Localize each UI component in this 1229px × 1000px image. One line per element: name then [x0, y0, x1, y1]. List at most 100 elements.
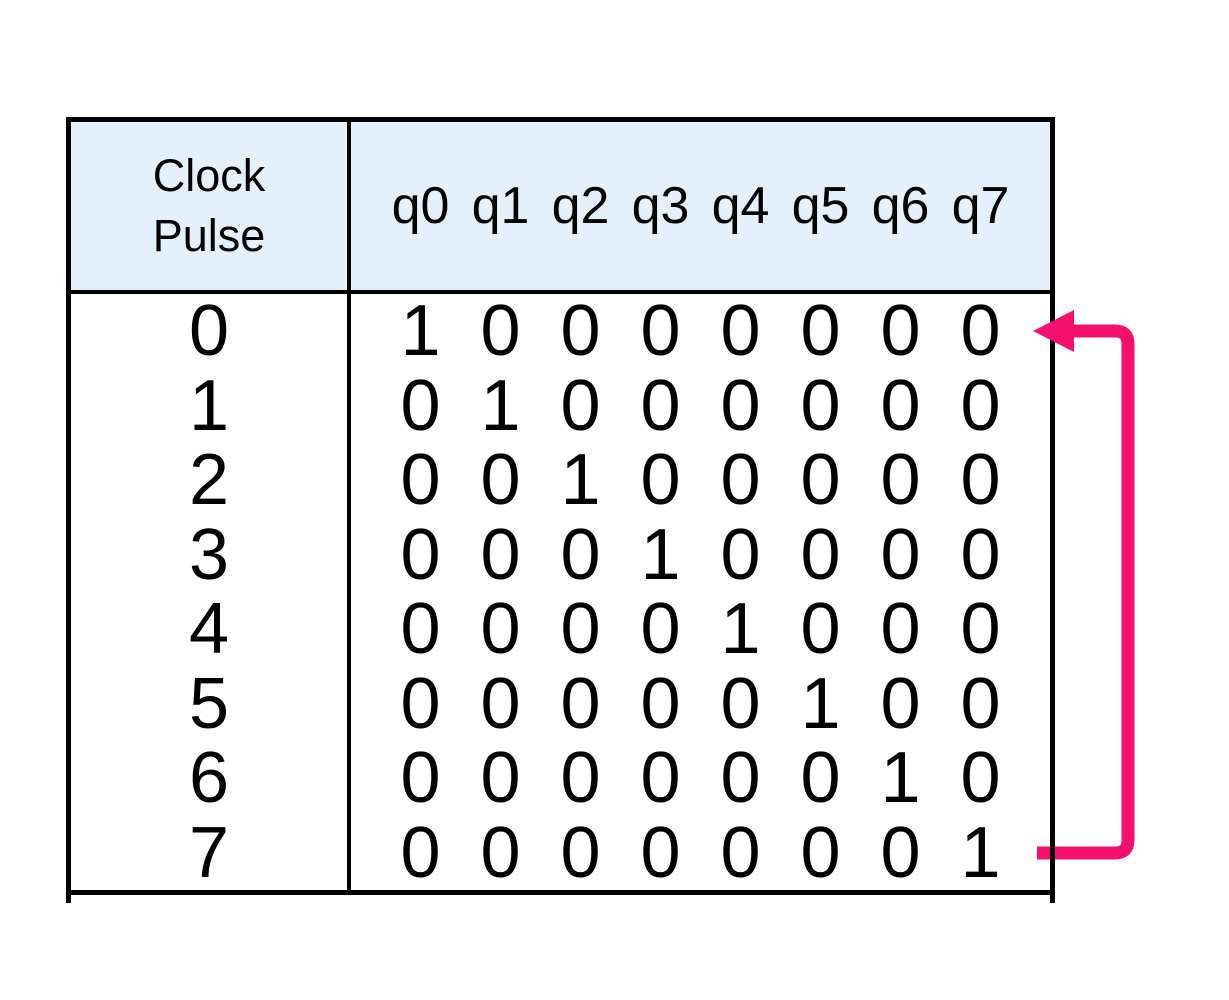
q-column-header-q4: q4 [711, 177, 770, 235]
q-column-header-q5: q5 [791, 177, 850, 235]
bit-cell: 0 [800, 365, 841, 446]
bit-cell: 0 [400, 663, 441, 744]
bit-cell: 0 [880, 812, 921, 893]
bit-cell: 0 [800, 812, 841, 893]
bit-cell: 0 [960, 291, 1001, 372]
bit-cell: 0 [400, 812, 441, 893]
bit-cell: 0 [800, 589, 841, 670]
bits-cell-group: 0 0 1 0 0 0 0 0 [351, 443, 1050, 518]
bit-cell: 0 [560, 514, 601, 595]
bit-cell: 0 [720, 440, 761, 521]
table-row: 2 0 0 1 0 0 0 0 0 [71, 443, 1050, 518]
bit-cell: 0 [480, 589, 521, 670]
bit-cell: 1 [400, 291, 441, 372]
bit-cell: 0 [720, 514, 761, 595]
bit-cell: 0 [880, 514, 921, 595]
bit-cell: 0 [400, 365, 441, 446]
bit-cell: 1 [960, 812, 1001, 893]
bit-cell: 1 [640, 514, 681, 595]
bit-cell: 0 [880, 291, 921, 372]
clock-pulse-header-cell: Clock Pulse [71, 122, 351, 290]
clock-pulse-value: 3 [71, 517, 351, 592]
bit-grid: 1 0 0 0 0 0 0 0 [381, 295, 1021, 367]
bits-cell-group: 0 0 0 0 0 0 1 0 [351, 741, 1050, 816]
bits-cell-group: 0 0 0 0 0 0 0 1 [351, 816, 1050, 891]
bit-cell: 0 [880, 365, 921, 446]
bit-cell: 0 [720, 663, 761, 744]
clock-pulse-label: Clock Pulse [153, 146, 266, 266]
bit-cell: 0 [960, 365, 1001, 446]
bit-cell: 0 [640, 440, 681, 521]
bit-cell: 0 [480, 291, 521, 372]
bit-cell: 0 [720, 812, 761, 893]
table-row: 3 0 0 0 1 0 0 0 0 [71, 517, 1050, 593]
bit-grid: 0 0 1 0 0 0 0 0 [381, 444, 1021, 516]
bit-grid: 0 0 0 0 0 0 1 0 [381, 742, 1021, 814]
table-row: 5 0 0 0 0 0 1 0 0 [71, 666, 1050, 742]
bit-cell: 0 [720, 365, 761, 446]
bit-cell: 0 [960, 663, 1001, 744]
q-column-header-q2: q2 [551, 177, 610, 235]
bit-cell: 0 [400, 589, 441, 670]
table-row: 4 0 0 0 0 1 0 0 0 [71, 592, 1050, 667]
bit-cell: 0 [400, 514, 441, 595]
q-column-header-q6: q6 [871, 177, 930, 235]
bit-cell: 0 [800, 440, 841, 521]
bit-cell: 0 [880, 440, 921, 521]
bit-cell: 1 [720, 589, 761, 670]
clock-pulse-value: 1 [71, 368, 351, 443]
bits-cell-group: 0 1 0 0 0 0 0 0 [351, 369, 1050, 444]
bit-cell: 0 [480, 812, 521, 893]
bit-grid: 0 0 0 0 1 0 0 0 [381, 593, 1021, 665]
table-row: 6 0 0 0 0 0 0 1 0 [71, 741, 1050, 816]
bit-cell: 1 [560, 440, 601, 521]
clock-pulse-value: 7 [71, 815, 351, 890]
table-body: 0 1 0 0 0 0 0 0 0 1 [71, 294, 1050, 890]
bits-cell-group: 0 0 0 0 1 0 0 0 [351, 592, 1050, 667]
clock-pulse-label-line1: Clock [152, 150, 266, 201]
bit-cell: 0 [960, 738, 1001, 819]
bit-cell: 0 [480, 663, 521, 744]
q-column-header-q0: q0 [391, 177, 450, 235]
bits-cell-group: 0 0 0 1 0 0 0 0 [351, 518, 1050, 593]
q-outputs-header-cell: q0 q1 q2 q3 q4 q5 q6 q7 [351, 122, 1050, 290]
bit-cell: 0 [720, 291, 761, 372]
q-column-header-q1: q1 [471, 177, 530, 235]
table-left-border-stub [66, 895, 71, 903]
table-row: 1 0 1 0 0 0 0 0 0 [71, 368, 1050, 444]
table-header-row: Clock Pulse q0 q1 q2 q3 q4 q5 q6 q7 [71, 122, 1050, 294]
bit-cell: 0 [480, 514, 521, 595]
bit-cell: 0 [560, 589, 601, 670]
bit-cell: 0 [640, 812, 681, 893]
table-right-border-segment [1050, 840, 1055, 903]
bit-cell: 0 [560, 291, 601, 372]
bit-cell: 0 [400, 440, 441, 521]
clock-pulse-value: 0 [71, 294, 351, 369]
bit-cell: 0 [560, 812, 601, 893]
bits-cell-group: 0 0 0 0 0 1 0 0 [351, 667, 1050, 742]
bit-cell: 1 [800, 663, 841, 744]
bit-cell: 1 [880, 738, 921, 819]
bit-cell: 0 [880, 589, 921, 670]
bit-grid: 0 1 0 0 0 0 0 0 [381, 370, 1021, 442]
clock-pulse-value: 6 [71, 741, 351, 816]
bit-cell: 0 [720, 738, 761, 819]
bit-cell: 0 [960, 514, 1001, 595]
bit-cell: 0 [800, 738, 841, 819]
bit-cell: 0 [880, 663, 921, 744]
bit-cell: 0 [400, 738, 441, 819]
bit-cell: 0 [640, 365, 681, 446]
table-row: 7 0 0 0 0 0 0 0 1 [71, 815, 1050, 891]
bit-cell: 0 [560, 738, 601, 819]
q-column-header-q7: q7 [951, 177, 1010, 235]
ring-counter-table: Clock Pulse q0 q1 q2 q3 q4 q5 q6 q7 [66, 117, 1055, 895]
table-row: 0 1 0 0 0 0 0 0 0 [71, 294, 1050, 369]
bit-cell: 0 [480, 440, 521, 521]
bit-cell: 0 [640, 663, 681, 744]
clock-pulse-value: 5 [71, 666, 351, 741]
clock-pulse-value: 2 [71, 443, 351, 518]
bit-cell: 0 [560, 663, 601, 744]
bits-cell-group: 1 0 0 0 0 0 0 0 [351, 294, 1050, 369]
bit-cell: 0 [960, 440, 1001, 521]
